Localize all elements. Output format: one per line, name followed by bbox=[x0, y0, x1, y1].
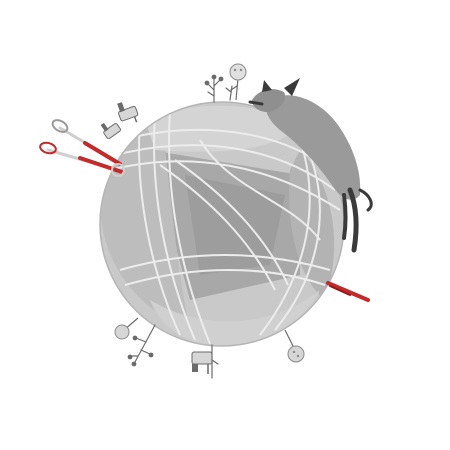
cat-head bbox=[252, 89, 286, 112]
button-bottom-right bbox=[284, 329, 305, 363]
twig-top-small bbox=[225, 85, 238, 101]
cat-tail bbox=[358, 188, 373, 212]
needle-yarn-loop bbox=[111, 163, 125, 177]
cat-ear-right bbox=[284, 78, 300, 96]
button-bottom-left bbox=[114, 317, 139, 340]
cat bbox=[248, 78, 373, 253]
cat-body bbox=[265, 95, 361, 200]
knitting-needle-bottom bbox=[39, 141, 124, 174]
yarn-wrap-top bbox=[145, 105, 300, 152]
sewing-machine-bottom bbox=[191, 351, 213, 374]
cat-ear-left bbox=[262, 80, 272, 92]
sewing-machine-top bbox=[117, 102, 139, 123]
knitting-needle-top bbox=[51, 119, 122, 166]
yarn-wrap-core bbox=[185, 175, 285, 275]
button-top bbox=[229, 63, 247, 101]
twig-top bbox=[204, 74, 224, 103]
twig-bottom-left bbox=[127, 324, 156, 367]
sewing-machine-left bbox=[100, 122, 121, 140]
twig-bottom bbox=[211, 344, 219, 379]
cat-front-paw bbox=[248, 100, 264, 106]
embedded-needle bbox=[326, 281, 370, 302]
cat-hind-leg bbox=[347, 187, 359, 253]
cat-hind-leg-2 bbox=[342, 193, 348, 240]
yarn-strands bbox=[109, 111, 341, 345]
knitting-needles bbox=[39, 119, 125, 177]
